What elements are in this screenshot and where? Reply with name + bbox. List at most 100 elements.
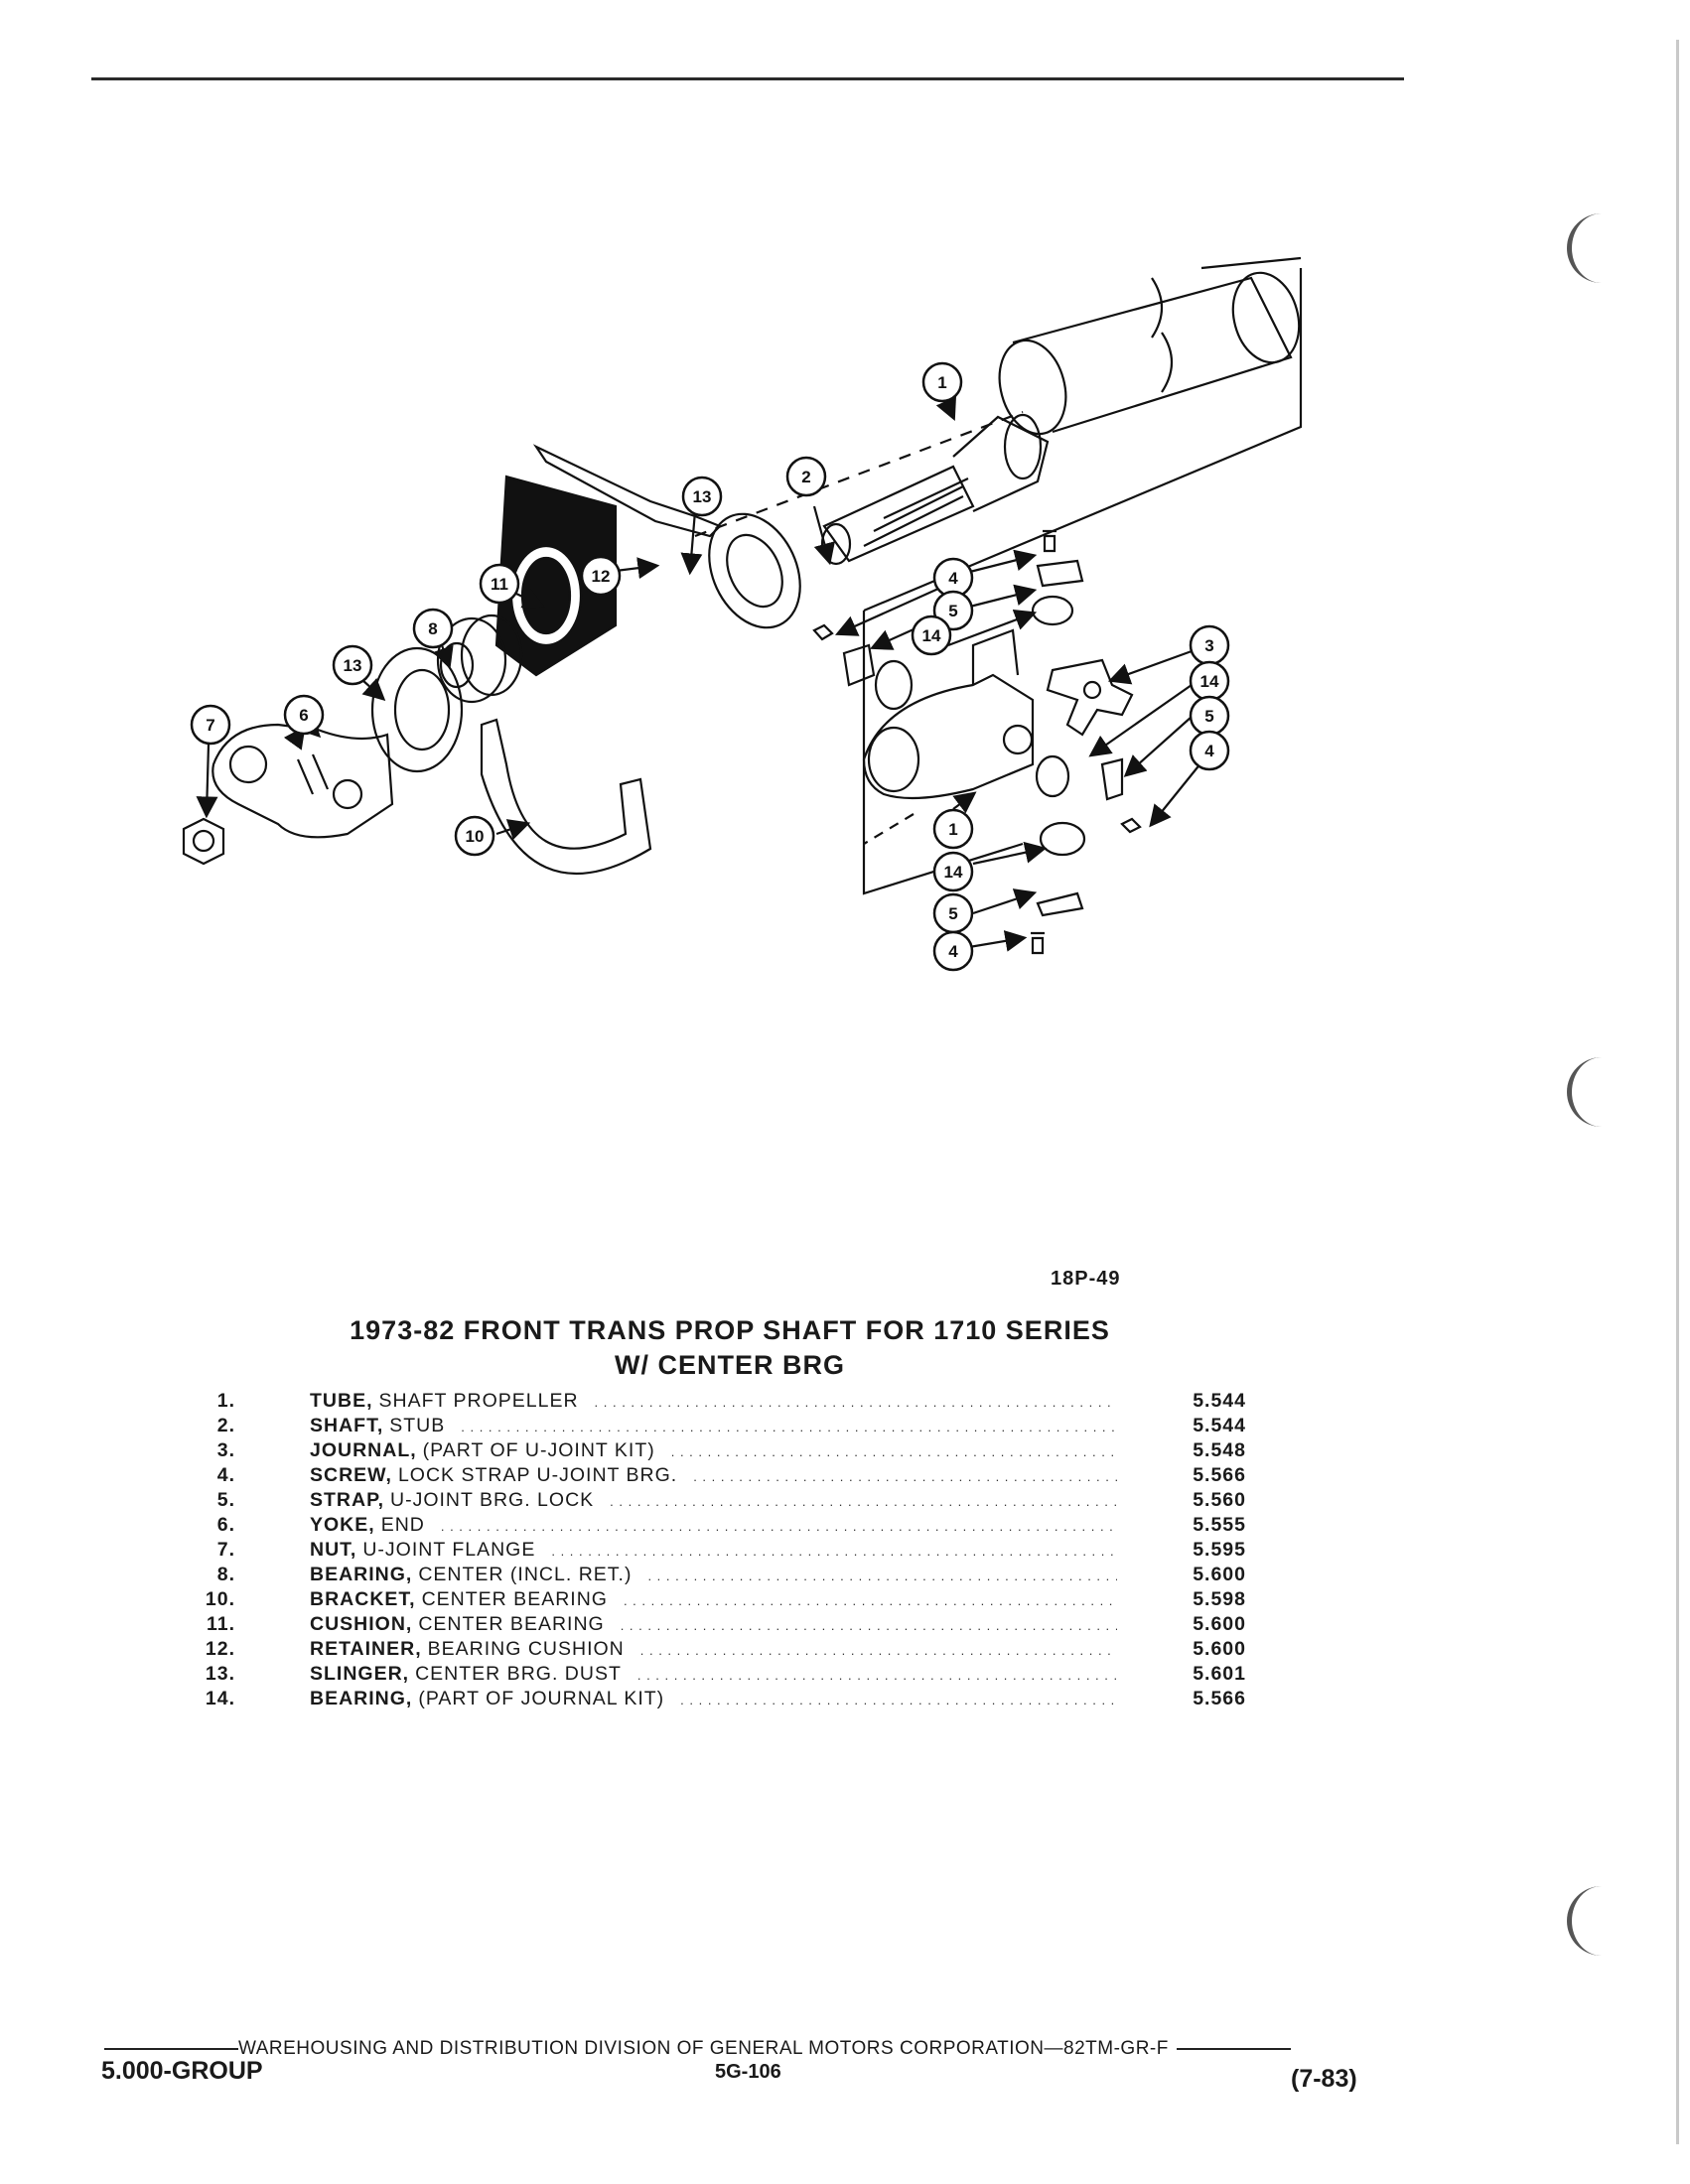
group-number: 5.601 xyxy=(1193,1663,1246,1685)
parts-row: 1.TUBE,SHAFT PROPELLER5.544 xyxy=(194,1390,1246,1415)
binder-hole xyxy=(1567,213,1612,283)
parts-row: 11.CUSHION,CENTER BEARING5.600 xyxy=(194,1613,1246,1638)
binder-hole xyxy=(1567,1886,1612,1956)
callout-14: 14 xyxy=(944,863,963,882)
leader-dots xyxy=(624,1588,1117,1611)
group-number: 5.548 xyxy=(1193,1439,1246,1461)
top-rule xyxy=(91,77,1404,80)
bracket-part xyxy=(480,718,652,876)
part-number: 10. xyxy=(205,1588,235,1610)
slinger-part xyxy=(370,646,464,773)
part-name: NUT, xyxy=(310,1539,357,1561)
group-number: 5.598 xyxy=(1193,1588,1246,1610)
group-number: 5.566 xyxy=(1193,1688,1246,1709)
part-name: BRACKET, xyxy=(310,1588,416,1610)
nut-part xyxy=(182,817,225,866)
part-number: 4. xyxy=(216,1464,235,1486)
part-name: TUBE, xyxy=(310,1390,373,1412)
slinger-part xyxy=(708,512,801,629)
part-name: SHAFT, xyxy=(310,1415,384,1436)
division-text: WAREHOUSING AND DISTRIBUTION DIVISION OF… xyxy=(238,2038,1169,2059)
part-number: 12. xyxy=(205,1638,235,1660)
binder-hole xyxy=(1567,1057,1612,1127)
part-description: LOCK STRAP U-JOINT BRG. xyxy=(397,1464,678,1486)
bearing-cap-part xyxy=(1031,595,1074,626)
footer-group: 5.000-GROUP xyxy=(101,2057,263,2085)
part-name: SCREW, xyxy=(310,1464,392,1486)
footer-division: WAREHOUSING AND DISTRIBUTION DIVISION OF… xyxy=(104,2038,1291,2060)
parts-row: 10. BRACKET,CENTER BEARING 5.598 xyxy=(194,1588,1246,1613)
lock-strap-part xyxy=(1036,559,1084,588)
callout-2: 2 xyxy=(801,468,810,486)
callout-7: 7 xyxy=(206,716,214,735)
group-number: 5.555 xyxy=(1193,1514,1246,1536)
part-description: U-JOINT FLANGE xyxy=(362,1539,536,1561)
parts-row: 13.SLINGER,CENTER BRG. DUST5.601 xyxy=(194,1663,1246,1688)
lock-strap-part xyxy=(842,643,876,687)
part-number: 6. xyxy=(216,1514,235,1536)
part-number: 11. xyxy=(206,1613,235,1635)
callout-1: 1 xyxy=(937,373,946,392)
callout-1: 1 xyxy=(948,820,957,839)
figure-id: 18P-49 xyxy=(1051,1268,1121,1290)
part-description: CENTER BEARING xyxy=(421,1588,608,1610)
part-description: (PART OF JOURNAL KIT) xyxy=(418,1688,665,1709)
callout-13: 13 xyxy=(344,656,362,675)
callout-13: 13 xyxy=(693,487,712,506)
parts-row: 14. BEARING,(PART OF JOURNAL KIT) 5.566 xyxy=(194,1688,1246,1712)
parts-row: 5.STRAP,U-JOINT BRG. LOCK5.560 xyxy=(194,1489,1246,1514)
callout-5: 5 xyxy=(948,602,957,620)
screw-part xyxy=(1031,931,1045,955)
lock-strap-part xyxy=(1100,757,1124,801)
callout-5: 5 xyxy=(1204,707,1213,726)
group-number: 5.600 xyxy=(1193,1564,1246,1585)
page-title: 1973-82 FRONT TRANS PROP SHAFT FOR 1710 … xyxy=(350,1315,1110,1345)
screw-part xyxy=(1120,817,1142,834)
leader-dots xyxy=(637,1663,1117,1686)
page-edge xyxy=(1676,40,1679,2144)
page-number: 5G-106 xyxy=(715,2061,781,2083)
leader-dots xyxy=(551,1539,1117,1562)
group-number: 5.600 xyxy=(1193,1638,1246,1660)
part-description: END xyxy=(380,1514,425,1536)
leader-dots xyxy=(680,1688,1117,1710)
group-number: 5.566 xyxy=(1193,1464,1246,1486)
part-number: 13. xyxy=(205,1663,235,1685)
tube-part xyxy=(998,271,1301,436)
journal-part xyxy=(1046,658,1134,737)
stub-shaft-part xyxy=(820,413,1050,566)
callout-4: 4 xyxy=(948,569,958,588)
leader-dots xyxy=(647,1564,1117,1586)
yoke-part xyxy=(211,723,394,839)
leader-dots xyxy=(441,1514,1117,1537)
part-number: 2. xyxy=(216,1415,235,1436)
group-number: 5.544 xyxy=(1193,1390,1246,1412)
screw-part xyxy=(1043,529,1056,553)
part-name: JOURNAL, xyxy=(310,1439,417,1461)
bearing-cap-part xyxy=(1039,821,1086,857)
leader-dots xyxy=(595,1390,1117,1413)
parts-row: 12.RETAINER,BEARING CUSHION5.600 xyxy=(194,1638,1246,1663)
leader-dots xyxy=(640,1638,1117,1661)
parts-row: 6.YOKE,END5.555 xyxy=(194,1514,1246,1539)
bearing-cap-part xyxy=(874,659,914,711)
bearing-cap-part xyxy=(1035,754,1070,798)
part-name: STRAP, xyxy=(310,1489,384,1511)
leader-dots xyxy=(461,1415,1117,1437)
part-number: 3. xyxy=(216,1439,235,1461)
part-name: RETAINER, xyxy=(310,1638,422,1660)
part-description: CENTER BRG. DUST xyxy=(415,1663,622,1685)
part-description: STUB xyxy=(389,1415,446,1436)
group-number: 5.600 xyxy=(1193,1613,1246,1635)
exploded-parts-diagram: 1 2 13 12 11 8 13 6 7 10 4 5 14 3 14 5 4… xyxy=(182,256,1303,972)
group-number: 5.595 xyxy=(1193,1539,1246,1561)
parts-row: 8.BEARING,CENTER (INCL. RET.)5.600 xyxy=(194,1564,1246,1588)
part-number: 14. xyxy=(205,1688,235,1709)
parts-row: 3.JOURNAL,(PART OF U-JOINT KIT)5.548 xyxy=(194,1439,1246,1464)
callout-4: 4 xyxy=(1204,742,1214,760)
part-number: 5. xyxy=(216,1489,235,1511)
part-description: SHAFT PROPELLER xyxy=(378,1390,579,1412)
part-name: CUSHION, xyxy=(310,1613,413,1635)
leader-dots xyxy=(671,1439,1117,1462)
part-name: BEARING, xyxy=(310,1688,413,1709)
